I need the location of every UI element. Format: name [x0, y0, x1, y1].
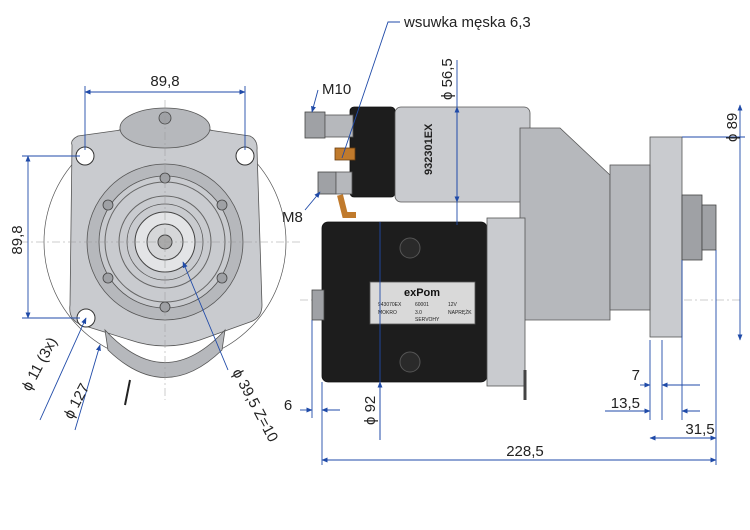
dim-6: 6 — [284, 397, 292, 414]
motor-bolt — [311, 289, 325, 321]
motor-screw-top — [399, 237, 421, 259]
nameplate — [369, 281, 476, 325]
front-view — [20, 100, 300, 406]
side-view: 932301EX exPom 943070EX 60001 12V MOKRO … — [300, 106, 740, 400]
dim-7: 7 — [632, 367, 640, 384]
copper-strap — [337, 194, 356, 218]
dim-228-5: 228,5 — [506, 443, 544, 460]
bottom-housing — [104, 328, 226, 378]
motor-screw-bottom — [399, 351, 421, 373]
terminal-m10 — [304, 111, 326, 139]
motor-end-frame — [486, 217, 526, 387]
label-m10: M10 — [322, 81, 351, 98]
dim-width-89-8: 89,8 — [150, 73, 179, 90]
solenoid-part-number: 932301EX — [423, 123, 435, 175]
dim-phi-92: ϕ 92 — [362, 396, 379, 425]
svg-text:943070EX: 943070EX — [378, 302, 402, 308]
solenoid-cap — [349, 106, 396, 198]
svg-text:SERVOHY: SERVOHY — [415, 317, 440, 323]
dim-phi-89: ϕ 89 — [724, 113, 741, 142]
dim-phi-56-5: ϕ 56,5 — [439, 58, 456, 100]
svg-text:12V: 12V — [448, 302, 458, 308]
pinion — [681, 194, 703, 261]
terminal-m8 — [317, 171, 337, 195]
dim-phi-127: ϕ 127 — [61, 381, 94, 422]
svg-text:3.0: 3.0 — [415, 310, 422, 316]
brand-logo: exPom — [404, 287, 440, 299]
svg-text:60001: 60001 — [415, 302, 429, 308]
dim-13-5: 13,5 — [611, 395, 640, 412]
dim-31-5: 31,5 — [685, 421, 714, 438]
svg-text:NAPRĘŻK: NAPRĘŻK — [448, 309, 472, 316]
svg-text:MOKRO: MOKRO — [378, 310, 397, 316]
side-dimensions: wsuwka męska 6,3 M10 M8 ϕ 56,5 ϕ 89 6 ϕ … — [282, 14, 745, 465]
ring-bolts — [102, 172, 228, 313]
solenoid-body — [394, 106, 531, 203]
label-wsuwka: wsuwka męska 6,3 — [403, 14, 531, 31]
dim-phi-11: ϕ 11 (3x) — [19, 335, 61, 394]
dim-height-89-8: 89,8 — [9, 225, 26, 254]
drive-flange — [649, 136, 683, 338]
dim-phi-39-5: ϕ 39,5 Z=10 — [228, 366, 281, 445]
label-m8: M8 — [282, 209, 303, 226]
drive-housing — [519, 127, 611, 321]
